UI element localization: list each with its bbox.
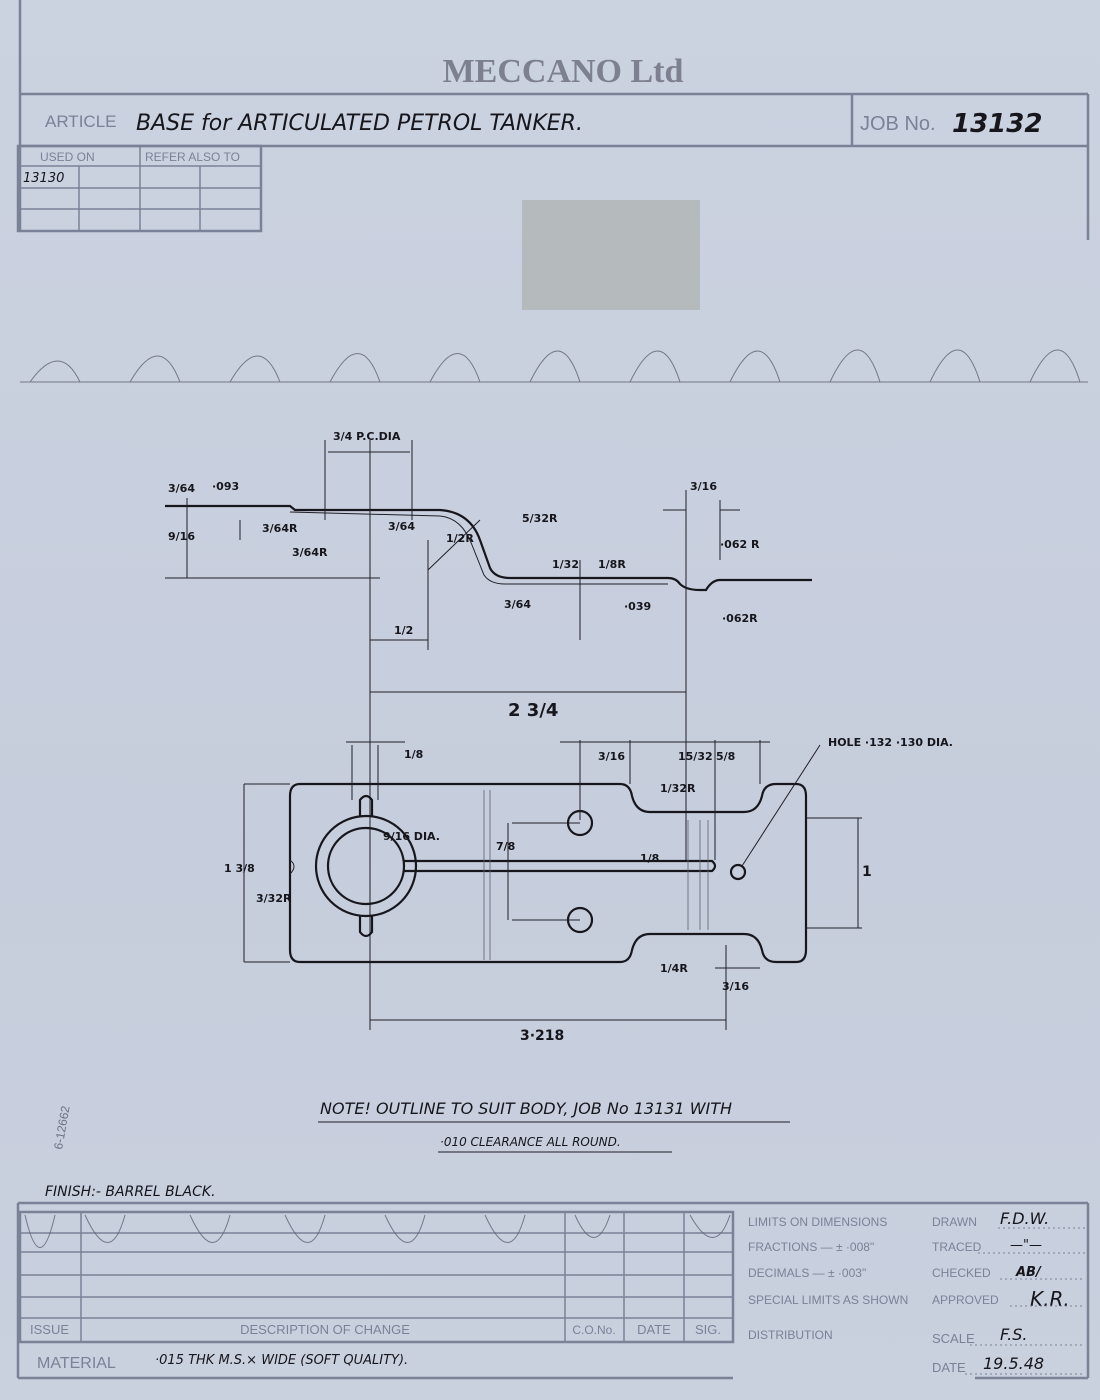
plan-view-dimension-label: 1/4R [660, 962, 688, 975]
side-view-dimension-label: ·062R [722, 612, 758, 625]
limits-fractions: FRACTIONS — ± ·008" [748, 1240, 874, 1254]
plan-view-dimension-label: 1 3/8 [224, 862, 255, 875]
plan-view-dimension-label: 15/32 [678, 750, 713, 763]
plan-view-dimension-label: 3/32R [256, 892, 292, 905]
side-view-dimension-label: 2 3/4 [508, 700, 558, 721]
plan-view-dimension-label: 3/16 [598, 750, 625, 763]
side-view-dimension-label: 3/64R [292, 546, 328, 559]
limits-special: SPECIAL LIMITS AS SHOWN [748, 1293, 908, 1307]
plan-view-dimension-label: 3/16 [722, 980, 749, 993]
pencil-scallops [20, 349, 1088, 383]
note-line-1: NOTE! OUTLINE TO SUIT BODY, JOB No 13131… [320, 1099, 732, 1118]
title-block: MECCANO Ltd ARTICLE BASE for ARTICULATED… [16, 0, 1090, 240]
plan-view-dimension-label: 1/8 [640, 852, 659, 865]
drawn-label: DRAWN [932, 1215, 977, 1229]
note-line-2: ·010 CLEARANCE ALL ROUND. [440, 1135, 621, 1149]
side-view-dimension-label: ·062 R [720, 538, 760, 551]
checked-label: CHECKED [932, 1266, 991, 1280]
side-view-dimension-label: 1/2 [394, 624, 413, 637]
job-label: JOB No. [860, 113, 936, 135]
description-header: DESCRIPTION OF CHANGE [240, 1322, 410, 1337]
side-view-dimension-label: 3/64 [388, 520, 415, 533]
article-value: BASE for ARTICULATED PETROL TANKER. [136, 111, 583, 136]
plan-view-dimension-label: 1/8 [404, 748, 423, 761]
dimension-labels: 3/64 ·093 9/16 3/64R 3/64R 3/4 P.C.DIA 3/64 1/2… [168, 430, 953, 1044]
sig-header: SIG. [695, 1322, 721, 1337]
material-value: ·015 THK M.S.× WIDE (SOFT QUALITY). [155, 1353, 408, 1368]
traced-value: —"— [1010, 1238, 1042, 1253]
used-on-label: USED ON [40, 150, 95, 164]
side-view-dimension-label: 3/16 [690, 480, 717, 493]
scale-value: F.S. [1000, 1325, 1027, 1344]
refer-also-label: REFER ALSO TO [145, 150, 240, 164]
side-view-dimension-label: 5/32R [522, 512, 558, 525]
plan-view-dimension-label: 1/32R [660, 782, 696, 795]
checked-value: AB/ [1015, 1265, 1042, 1280]
side-view [165, 440, 812, 1030]
side-view-dimension-label: ·093 [212, 480, 239, 493]
scale-label: SCALE [932, 1331, 975, 1346]
plan-view [243, 740, 862, 1030]
approved-label: APPROVED [932, 1293, 999, 1307]
plan-view-dimension-label: 9/16 DIA. [383, 830, 440, 843]
date-header: DATE [637, 1322, 671, 1337]
issue-header: ISSUE [30, 1322, 69, 1337]
article-label: ARTICLE [45, 112, 117, 131]
distribution-label: DISTRIBUTION [748, 1328, 833, 1342]
side-view-dimension-label: 3/64 [504, 598, 531, 611]
co-no-header: C.O.No. [572, 1323, 615, 1337]
side-view-dimension-label: 9/16 [168, 530, 195, 543]
side-view-dimension-label: 3/4 P.C.DIA [333, 430, 401, 443]
job-value: 13132 [952, 109, 1042, 139]
limits-decimals: DECIMALS — ± ·003" [748, 1266, 866, 1280]
limits-title: LIMITS ON DIMENSIONS [748, 1215, 887, 1229]
finish-note: FINISH:- BARREL BLACK. [45, 1184, 216, 1200]
plan-view-dimension-label: 7/8 [496, 840, 515, 853]
company-title: MECCANO Ltd [443, 53, 684, 90]
material-label: MATERIAL [37, 1355, 116, 1372]
side-view-dimension-label: ·039 [624, 600, 651, 613]
date-label: DATE [932, 1360, 966, 1375]
drawn-value: F.D.W. [1000, 1209, 1049, 1228]
tape-patch [522, 200, 700, 310]
plan-view-dimension-label: 1 [862, 864, 872, 880]
used-on-value: 13130 [23, 171, 64, 186]
revision-block: FINISH:- BARREL BLACK. ISSUE DESCRIPTION… [16, 1184, 1090, 1380]
side-view-dimension-label: 3/64 [168, 482, 195, 495]
side-view-dimension-label: 3/64R [262, 522, 298, 535]
side-view-dimension-label: 1/32 [552, 558, 579, 571]
plan-view-dimension-label: 3·218 [520, 1028, 564, 1044]
drawing-note: NOTE! OUTLINE TO SUIT BODY, JOB No 13131… [318, 1099, 790, 1153]
side-view-dimension-label: 1/2R [446, 532, 474, 545]
date-value: 19.5.48 [983, 1354, 1044, 1373]
side-view-dimension-label: 1/8R [598, 558, 626, 571]
margin-reference: 6-12662 [51, 1104, 72, 1150]
approved-signature: K.R. [1030, 1287, 1070, 1311]
plan-view-dimension-label: HOLE ·132 ·130 DIA. [828, 736, 953, 749]
traced-label: TRACED [932, 1240, 982, 1254]
plan-view-dimension-label: 5/8 [716, 750, 735, 763]
